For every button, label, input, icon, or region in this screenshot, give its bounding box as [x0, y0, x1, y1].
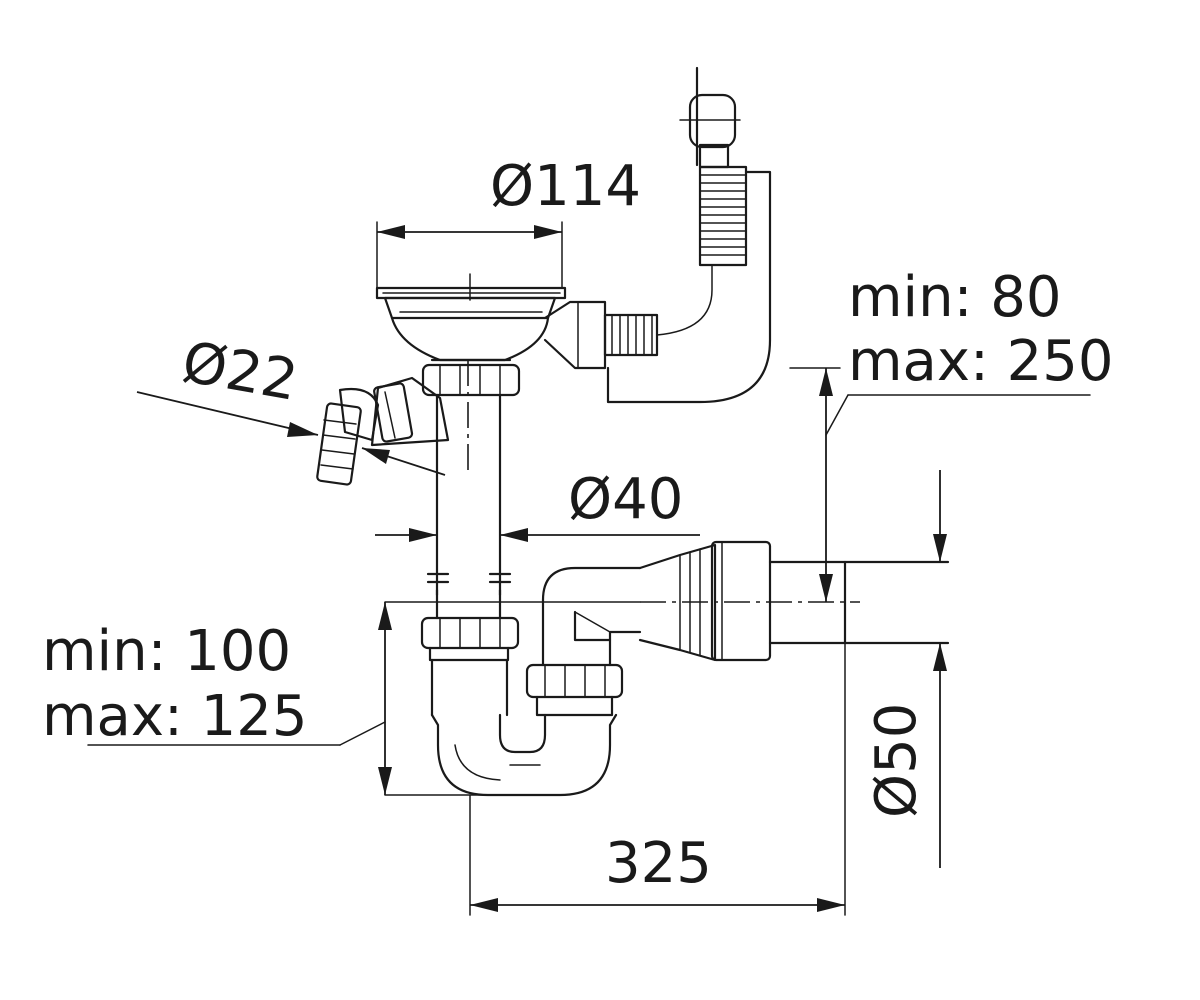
label-lower-max: max: 125	[42, 684, 308, 749]
label-drain-diameter: Ø114	[490, 154, 641, 219]
dishwasher-connector	[316, 376, 450, 486]
label-pipe-diameter: Ø40	[568, 467, 683, 532]
dim-outlet-diameter	[933, 470, 947, 868]
label-upper-max: max: 250	[848, 329, 1114, 394]
label-upper-min: min: 80	[848, 265, 1062, 330]
drain-basket	[375, 221, 659, 397]
dim-upper-range	[789, 367, 1091, 602]
dim-width	[469, 642, 846, 916]
outlet	[638, 540, 950, 662]
dim-pipe-diameter	[375, 528, 700, 542]
dim-lower-range	[87, 601, 641, 796]
dim-drain-diameter	[377, 225, 562, 239]
label-width: 325	[605, 831, 712, 896]
vertical-pipe	[426, 360, 512, 620]
label-hose-diameter: Ø22	[178, 330, 303, 414]
label-outlet-diameter: Ø50	[864, 703, 929, 818]
overflow-hose	[606, 66, 772, 404]
label-lower-min: min: 100	[42, 619, 291, 684]
dim-hose-diameter	[136, 391, 446, 476]
